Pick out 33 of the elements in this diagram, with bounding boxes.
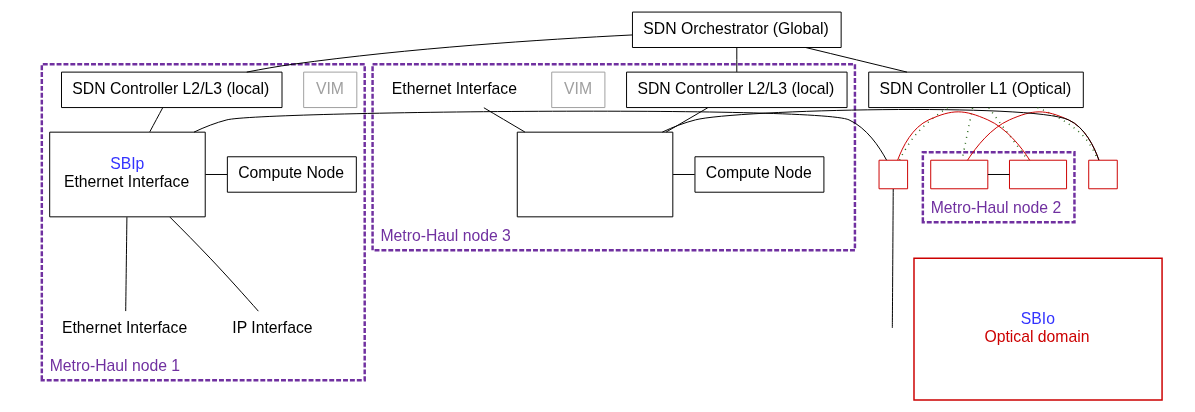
node-box: VIM — [302, 71, 357, 109]
connector — [898, 106, 948, 161]
node-box — [1087, 159, 1118, 190]
connector — [148, 107, 163, 133]
connector — [986, 174, 1010, 175]
node-text: Ethernet Interface — [391, 79, 517, 97]
node-text: Ethernet Interface — [61, 318, 187, 336]
connector — [987, 107, 1029, 161]
connector — [735, 47, 737, 73]
node-box — [516, 131, 673, 218]
node-box: SDN Controller L2/L3 (local) — [625, 71, 848, 109]
node-box: Compute Node — [693, 156, 824, 193]
connector — [891, 188, 894, 329]
connector — [672, 174, 695, 175]
node-box: Compute Node — [226, 156, 357, 193]
node-box — [929, 159, 988, 190]
connector — [482, 107, 525, 133]
node-box: SDN Orchestrator (Global) — [631, 11, 842, 48]
connector — [168, 216, 259, 312]
node-box: SDN Controller L1 (Optical) — [867, 71, 1084, 109]
node-text: IP Interface — [231, 318, 313, 336]
node-box — [1008, 159, 1067, 190]
connector — [124, 216, 127, 312]
connector — [204, 174, 228, 175]
connector — [896, 111, 1030, 161]
connector — [665, 107, 708, 133]
connector — [193, 110, 887, 161]
node-box: SBIo Optical domain — [912, 257, 1163, 401]
cluster: Metro-Haul node 2 — [921, 151, 1076, 224]
node-box: SBIp Ethernet Interface — [48, 131, 206, 218]
node-box — [878, 159, 908, 190]
node-box: VIM — [550, 71, 605, 109]
node-box: SDN Controller L2/L3 (local) — [60, 71, 282, 109]
